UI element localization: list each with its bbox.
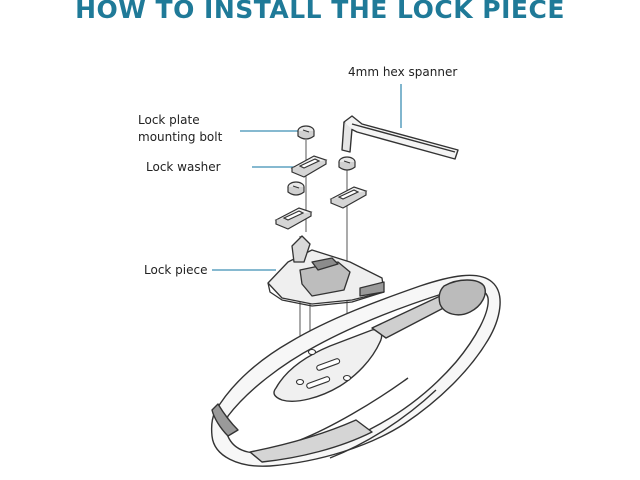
leader-lines [212,84,402,271]
lock-piece-label-text: Lock piece [144,263,208,277]
mounting-bolt-1 [297,125,315,140]
mounting-bolt-label: Lock plate mounting bolt [138,112,222,146]
lock-washer-label: Lock washer [146,159,221,176]
lock-piece-label: Lock piece [144,262,208,279]
hex-spanner-label-text: 4mm hex spanner [348,65,458,79]
lock-washer-1 [290,155,328,178]
mounting-bolt-2 [338,156,356,171]
toe-tread [211,403,239,437]
sole-holes [295,348,352,389]
hex-spanner [341,115,459,160]
page-title: HOW TO INSTALL THE LOCK PIECE [75,0,565,24]
heel-pad [438,279,486,316]
lock-washer-3 [274,207,313,230]
shoe-sole [210,274,501,467]
mounting-bolt-label-line2: mounting bolt [138,130,223,144]
lock-washer-label-text: Lock washer [146,160,221,174]
side-tread [249,419,373,463]
mounting-bolt-label-line1: Lock plate [138,113,200,127]
lock-piece [267,235,385,307]
lock-washer-2 [329,186,368,209]
mounting-bolt-3 [287,181,305,196]
hex-spanner-label: 4mm hex spanner [348,64,457,81]
